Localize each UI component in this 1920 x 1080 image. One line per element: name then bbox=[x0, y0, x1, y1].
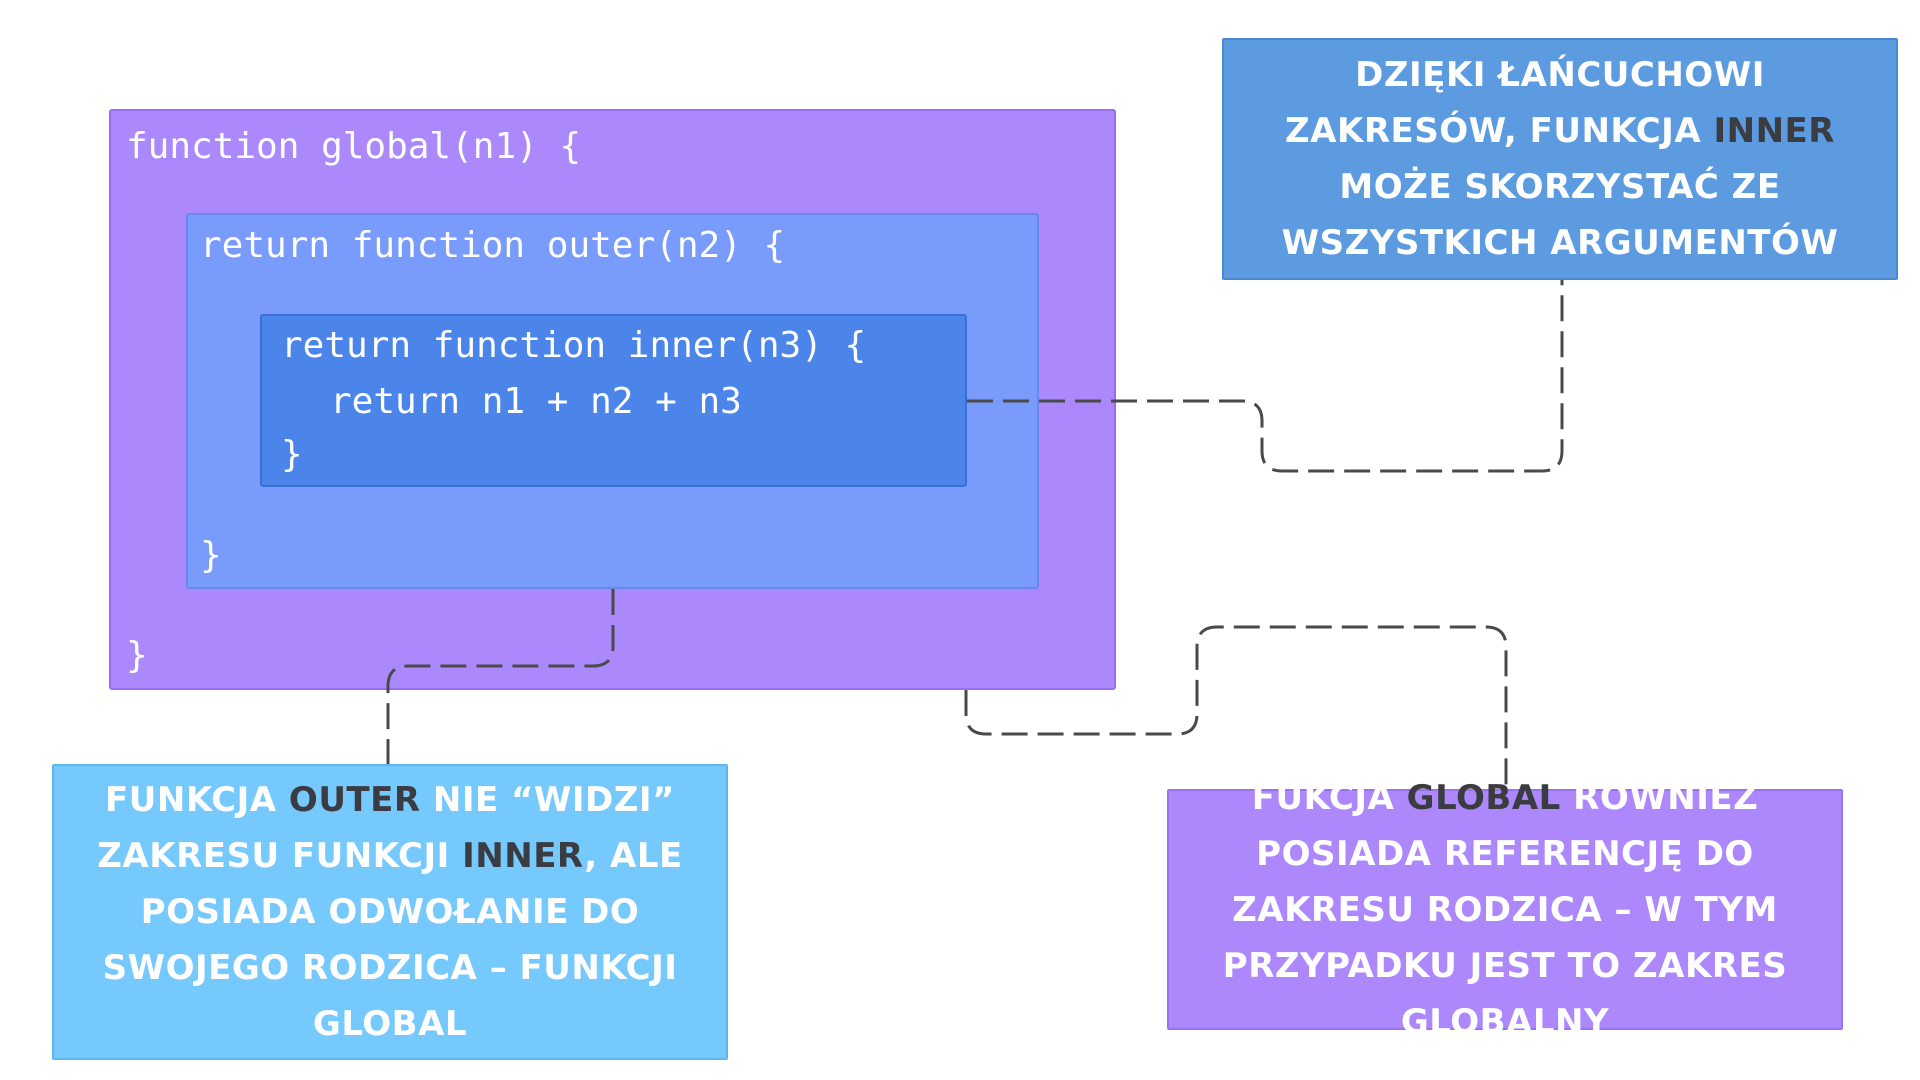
note-scope-chain-text-after: może skorzystać ze wszystkich argumentów bbox=[1281, 167, 1839, 263]
note-scope-chain: Dzięki łańcuchowi zakresów, funkcja inne… bbox=[1222, 38, 1898, 280]
code-global-open: function global(n1) { bbox=[126, 126, 582, 167]
code-outer-open: return function outer(n2) { bbox=[200, 225, 786, 266]
note-outer-scope: Funkcja outer nie “widzi” zakresu funkcj… bbox=[52, 764, 728, 1060]
note-global-scope-highlight: global bbox=[1406, 777, 1561, 818]
note-outer-scope-part3: , ale posiada odwołanie do swojego rodzi… bbox=[102, 836, 683, 1044]
code-inner-body: return n1 + n2 + n3 bbox=[330, 381, 742, 422]
code-outer-close: } bbox=[200, 535, 222, 576]
inner-scope-box bbox=[260, 314, 967, 487]
code-inner-close: } bbox=[281, 434, 303, 475]
note-outer-scope-highlight-inner: inner bbox=[462, 836, 585, 876]
note-scope-chain-highlight: inner bbox=[1713, 111, 1835, 151]
note-global-scope: Fukcja global również posiada referencję… bbox=[1167, 778, 1843, 1042]
code-inner-open: return function inner(n3) { bbox=[281, 325, 867, 366]
note-outer-scope-text: Funkcja outer nie “widzi” zakresu funkcj… bbox=[74, 772, 706, 1052]
note-global-scope-text-before: Fukcja bbox=[1251, 777, 1407, 818]
note-scope-chain-text: Dzięki łańcuchowi zakresów, funkcja inne… bbox=[1244, 47, 1876, 271]
note-scope-chain-text-before: Dzięki łańcuchowi zakresów, funkcja bbox=[1285, 55, 1765, 151]
note-outer-scope-part1: Funkcja bbox=[105, 780, 289, 820]
note-outer-scope-highlight-outer: outer bbox=[288, 780, 421, 820]
note-outer-scope-part2: nie “widzi” zakresu funkcji bbox=[97, 780, 675, 876]
note-global-scope-text-after: również posiada referencję do zakresu ro… bbox=[1222, 777, 1788, 1042]
code-global-close: } bbox=[126, 635, 148, 676]
note-global-scope-text: Fukcja global również posiada referencję… bbox=[1179, 770, 1831, 1050]
